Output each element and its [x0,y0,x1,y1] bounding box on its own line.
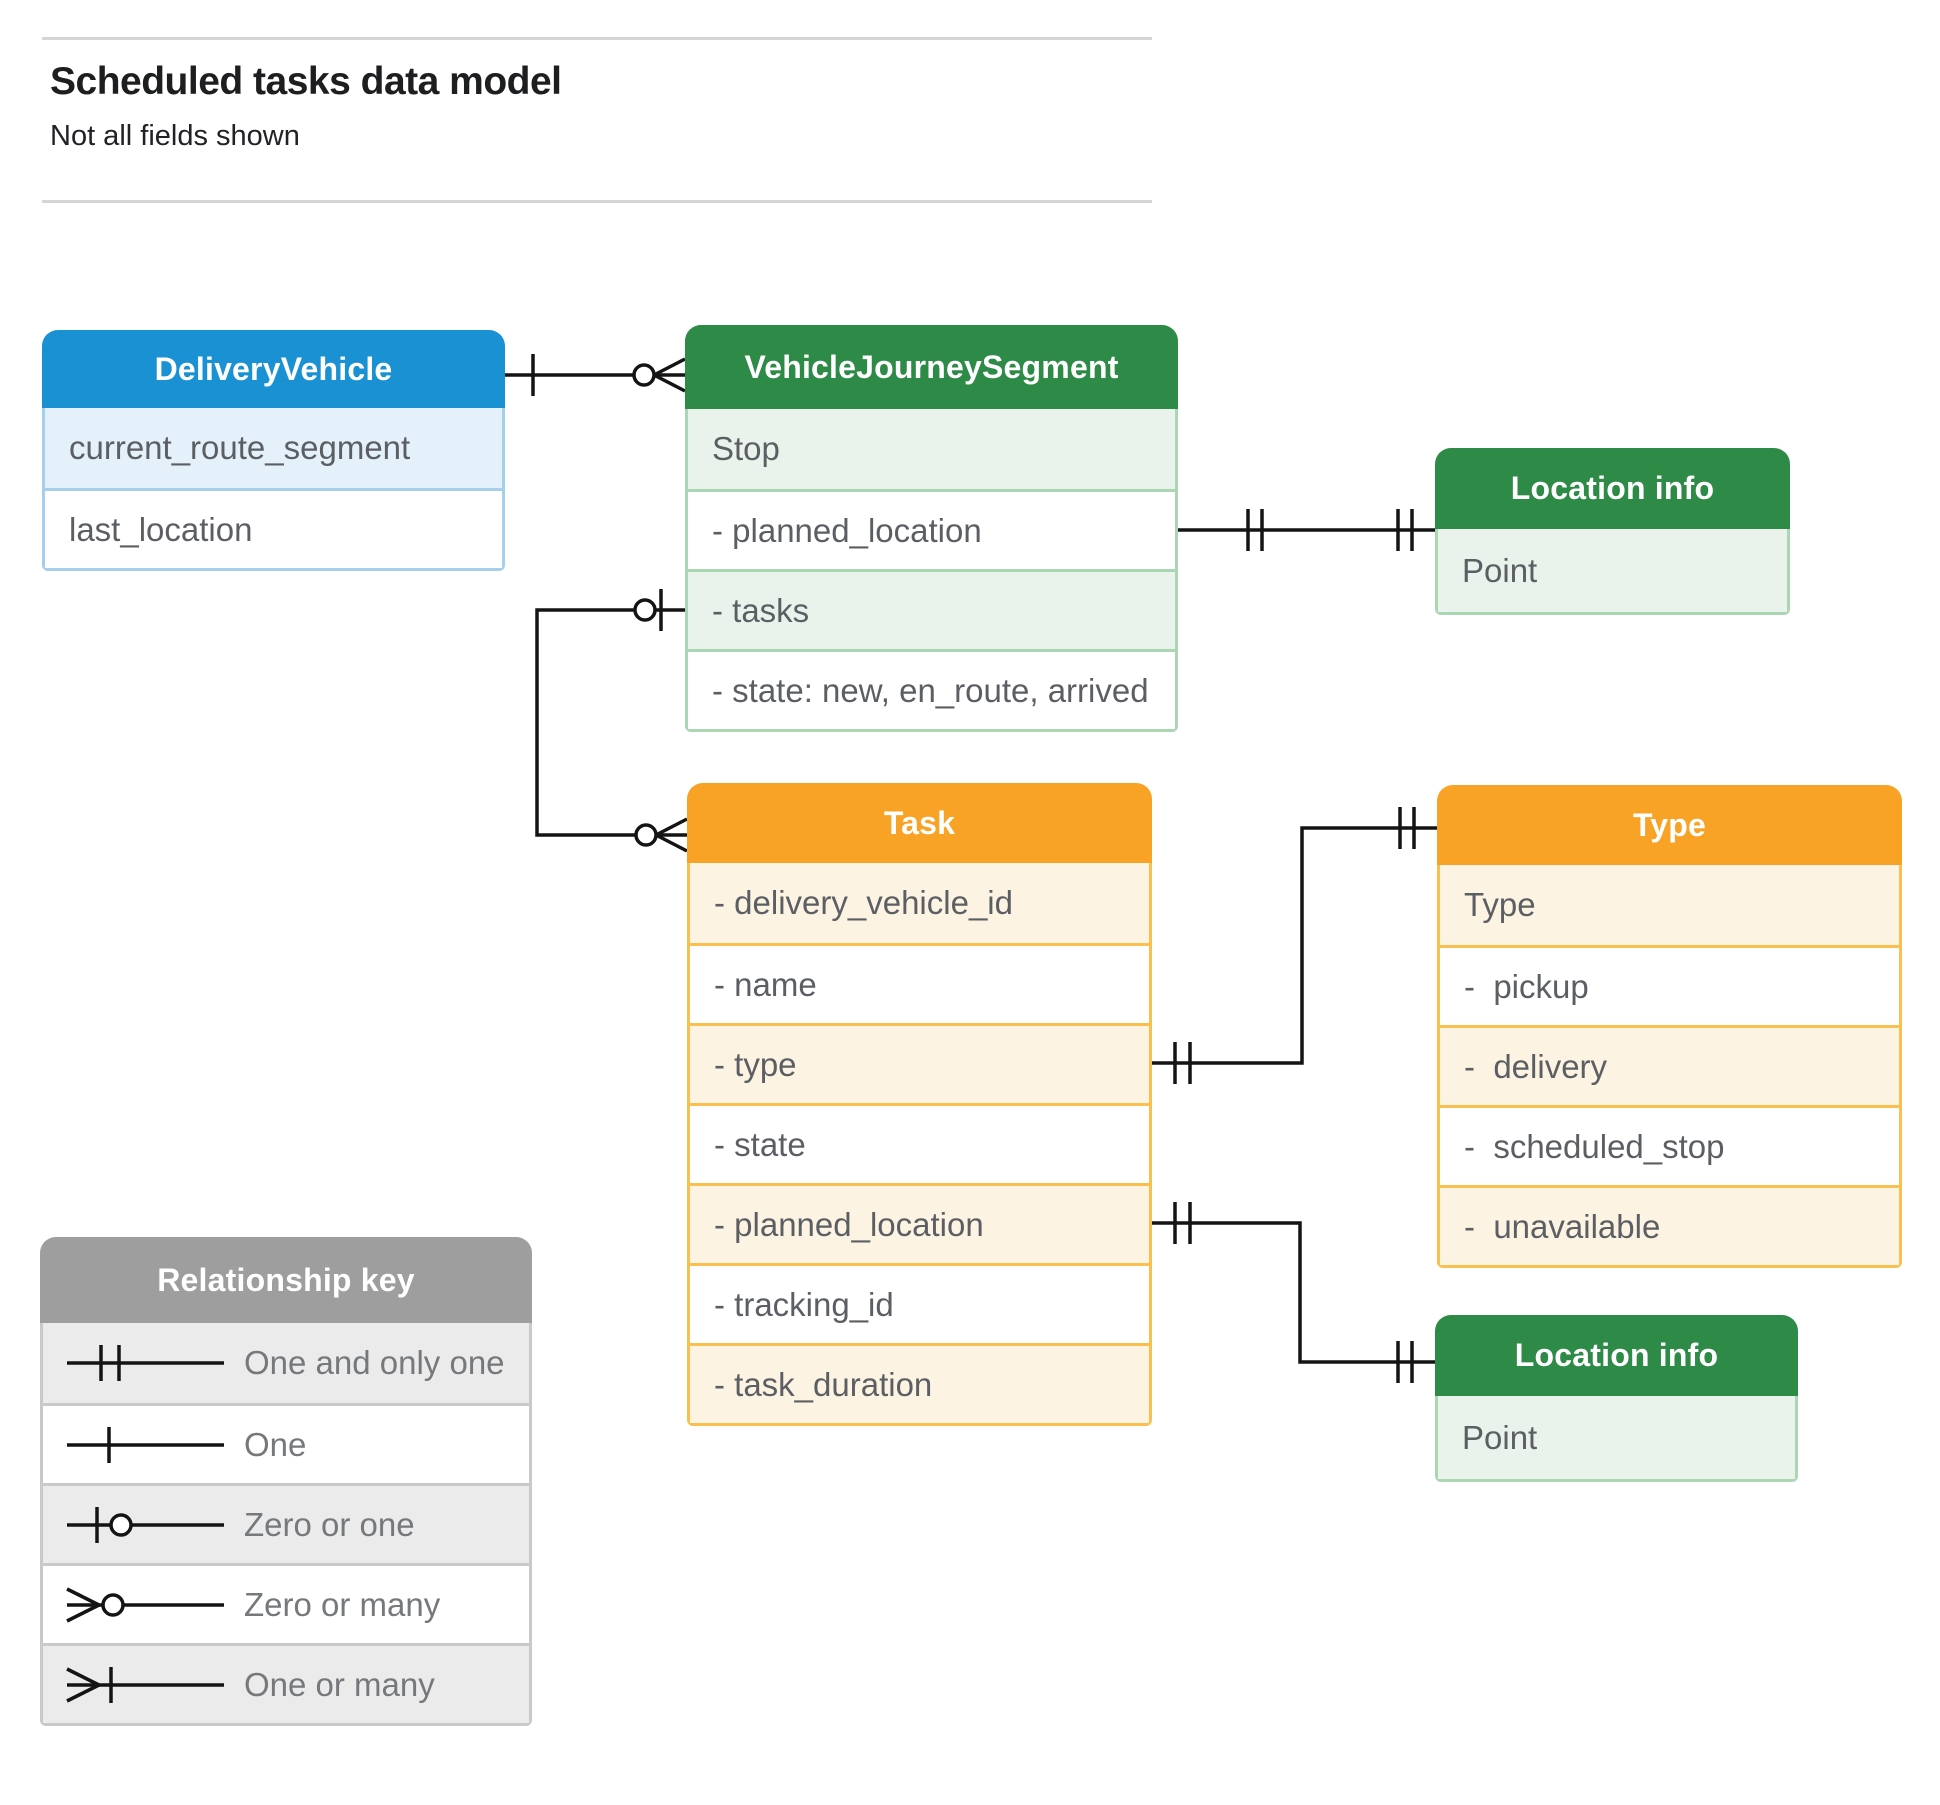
field-row-last-location: last_location [45,488,502,568]
field-row-type-header: Type [1440,865,1899,945]
entity-type: Type Type - pickup - delivery - schedule… [1437,785,1902,1268]
one-and-only-one-icon [67,1345,224,1381]
field-row-delivery: - delivery [1440,1025,1899,1105]
relationship-key-title: Relationship key [40,1237,532,1323]
relationship-key: Relationship key One and only one One [40,1237,532,1726]
field-row-task-duration: - task_duration [690,1343,1149,1423]
connector-vjs-tasks-to-task [535,589,688,853]
connector-deliveryvehicle-to-vehiclejourneysegment [505,354,686,396]
entity-vehicle-journey-segment-title: VehicleJourneySegment [685,325,1178,409]
field-row-scheduled-stop: - scheduled_stop [1440,1105,1899,1185]
legend-label: One [244,1425,307,1463]
field-row-point-bottom: Point [1438,1396,1795,1479]
entity-location-info-bottom: Location info Point [1435,1315,1798,1482]
field-row-tasks: - tasks [688,569,1175,649]
field-row-type: - type [690,1023,1149,1103]
entity-type-title: Type [1437,785,1902,865]
header-divider [42,200,1152,203]
field-row-stop: Stop [688,409,1175,489]
zero-or-one-icon [67,1506,224,1543]
field-row-planned-location: - planned_location [688,489,1175,569]
entity-delivery-vehicle: DeliveryVehicle current_route_segment la… [42,330,505,571]
field-row-task-planned-location: - planned_location [690,1183,1149,1263]
legend-item-zero-or-one: Zero or one [43,1483,529,1563]
page-subtitle: Not all fields shown [50,120,300,152]
field-row-point: Point [1438,529,1787,612]
legend-item-one: One [43,1403,529,1483]
entity-delivery-vehicle-title: DeliveryVehicle [42,330,505,408]
one-icon [67,1426,224,1463]
field-row-name: - name [690,943,1149,1023]
entity-task: Task - delivery_vehicle_id - name - type… [687,783,1152,1426]
connector-task-type-to-type [1152,807,1437,1084]
connector-vjs-planned-location-to-location-info [1178,509,1435,551]
zero-or-many-icon [66,1586,224,1623]
entity-location-info-top-title: Location info [1435,448,1790,529]
top-divider [42,37,1152,40]
field-row-state: - state: new, en_route, arrived [688,649,1175,729]
legend-label: One or many [244,1665,435,1703]
legend-item-one-or-many: One or many [43,1643,529,1723]
field-row-pickup: - pickup [1440,945,1899,1025]
field-row-tracking-id: - tracking_id [690,1263,1149,1343]
entity-location-info-bottom-title: Location info [1435,1315,1798,1396]
entity-vehicle-journey-segment: VehicleJourneySegment Stop - planned_loc… [685,325,1178,732]
page-title: Scheduled tasks data model [50,60,562,103]
legend-label: One and only one [244,1344,505,1381]
field-row-unavailable: - unavailable [1440,1185,1899,1265]
field-row-current-route-segment: current_route_segment [45,408,502,488]
field-row-task-state: - state [690,1103,1149,1183]
legend-item-zero-or-many: Zero or many [43,1563,529,1643]
field-row-delivery-vehicle-id: - delivery_vehicle_id [690,863,1149,943]
entity-location-info-top: Location info Point [1435,448,1790,615]
legend-label: Zero or one [244,1505,415,1543]
connector-task-planned-location-to-location-info [1152,1202,1435,1383]
legend-label: Zero or many [244,1585,441,1623]
one-or-many-icon [66,1666,224,1703]
legend-item-one-and-only-one: One and only one [43,1323,529,1403]
entity-task-title: Task [687,783,1152,863]
